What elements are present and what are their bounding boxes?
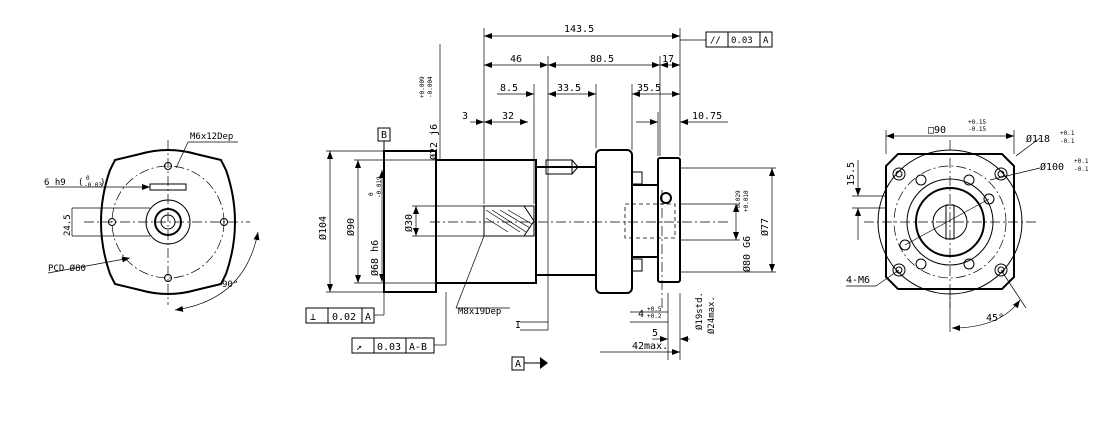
svg-text:(: (	[78, 178, 83, 188]
gear-housing	[595, 149, 633, 294]
side-view: 143.5 // 0.03 A 46 80.5 17 8.5 33.5 35.5…	[305, 24, 776, 371]
motor-flange	[657, 157, 681, 283]
tol-runout-sym: ↗	[356, 342, 362, 353]
dim-10-75: 10.75	[692, 111, 722, 122]
d19std-label: Ø19std.	[694, 292, 705, 330]
datum-a: A	[515, 359, 521, 370]
left-shaft-tol-lower: -0.03	[84, 182, 102, 189]
right-dim-15-5: 15.5	[846, 162, 857, 186]
d24max-label: Ø24max.	[706, 296, 717, 334]
right-thread-label: 4-M6	[846, 275, 870, 286]
svg-text:I: I	[515, 320, 521, 331]
d22-lower: -0.004	[427, 76, 434, 98]
dim-42max: 42max.	[632, 341, 668, 352]
tol-perp-ref: A	[365, 312, 371, 323]
right-angle-label: 45°	[986, 313, 1004, 324]
dim-80-5: 80.5	[590, 54, 614, 65]
left-end-view: M6x12Dep 6 h9 ( 0 -0.03 ) 24.5 PCD Ø80 9…	[44, 132, 260, 312]
d68-upper: 0	[368, 192, 375, 196]
d30-label: Ø30	[403, 214, 415, 232]
dim-8-5: 8.5	[500, 83, 518, 94]
left-shaft-tol: 6 h9	[44, 178, 66, 188]
svg-text:): )	[100, 178, 105, 188]
dim-4-upper: +0.5	[647, 306, 662, 313]
dim-33-5: 33.5	[557, 83, 581, 94]
d22-label: Ø22 j6	[428, 124, 440, 160]
dim-5: 5	[652, 328, 658, 339]
tol-parallel-val: 0.03	[731, 36, 753, 46]
d90-label: Ø90	[345, 218, 357, 236]
left-hole-right	[220, 218, 228, 226]
d68-label: Ø68 h6	[369, 240, 381, 276]
d80-label: Ø80 G6	[741, 236, 753, 272]
left-shaft-tol-upper: 0	[86, 175, 90, 182]
tol-runout-ref: A-B	[409, 342, 427, 353]
flange	[535, 166, 597, 276]
d104-label: Ø104	[317, 216, 329, 240]
tol-runout-val: 0.03	[377, 342, 401, 353]
tol-perp-box	[305, 307, 375, 324]
tol-parallel-ref: A	[763, 36, 769, 46]
tol-runout-box	[351, 337, 435, 354]
right-d100-label: Ø100	[1040, 161, 1064, 173]
d77-label: Ø77	[759, 218, 771, 236]
right-square-label: □90	[928, 125, 946, 136]
dim-32: 32	[502, 111, 514, 122]
right-d118-label: Ø118	[1026, 133, 1050, 145]
neck	[631, 184, 659, 258]
right-square-lower: -0.15	[968, 126, 986, 133]
tol-perp-sym: ⊥	[310, 312, 316, 323]
dim-35-5: 35.5	[637, 83, 661, 94]
left-thread-note: M6x12Dep	[190, 132, 233, 142]
right-d118-lower: -0.1	[1060, 138, 1075, 145]
right-end-view: □90 +0.15 -0.15 Ø118 +0.1 -0.1 Ø100 +0.1…	[846, 119, 1089, 332]
right-square-upper: +0.15	[968, 119, 986, 126]
d22-upper: +0.009	[419, 76, 426, 98]
dim-17: 17	[662, 54, 674, 65]
left-key-dim: 24.5	[63, 214, 73, 236]
left-angle-label: 90°	[222, 280, 238, 290]
datum-b: B	[381, 130, 387, 141]
right-d100-lower: -0.1	[1074, 166, 1089, 173]
right-square-flange	[885, 153, 1015, 290]
left-pcd-label: PCD Ø80	[48, 263, 86, 274]
dim-3: 3	[462, 111, 468, 122]
dim-46: 46	[510, 54, 522, 65]
d80-lower: +0.010	[743, 190, 750, 212]
right-d100-upper: +0.1	[1074, 158, 1089, 165]
tol-perp-val: 0.02	[332, 312, 356, 323]
d68-lower: -0.019	[376, 176, 383, 198]
dim-143-5: 143.5	[564, 24, 594, 35]
input-housing	[435, 159, 537, 284]
d80-upper: +0.029	[735, 190, 742, 212]
dim-4-lower: +0.2	[647, 313, 662, 320]
dim-4: 4	[638, 309, 644, 320]
right-d118-upper: +0.1	[1060, 130, 1075, 137]
thread-tap-label: M8x19Dep	[458, 307, 501, 317]
tol-parallel-sym: //	[710, 36, 721, 46]
